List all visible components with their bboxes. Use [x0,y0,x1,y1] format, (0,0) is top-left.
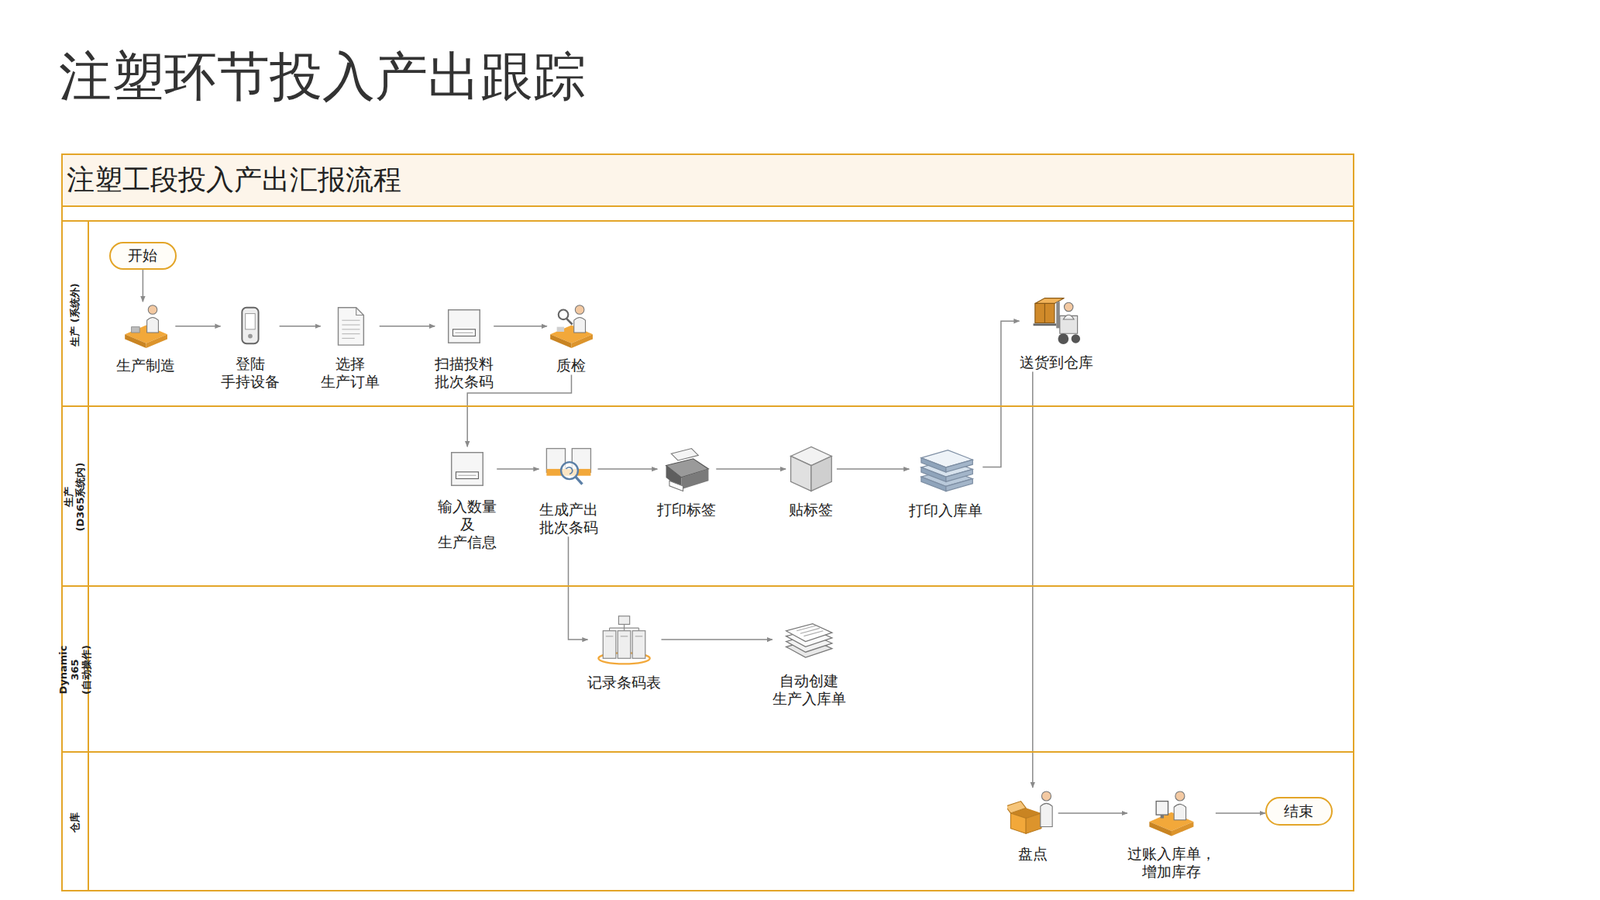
step-label: 盘点 [1018,844,1048,863]
swimlane-lane: 生产 (系统外) 开始生产制造 登陆 手持设备 选择 生产订单 扫描投料 批次条码 质检 送… [61,220,1355,405]
pool-frame [61,153,1355,892]
flow-arrow [836,467,909,470]
process-step: 扫描投料 批次条码 [434,303,494,391]
flow-arrow [568,536,589,640]
process-step: 质检 [547,301,596,375]
step-label: 打印标签 [657,500,716,519]
step-label: 过账入库单， 增加库存 [1127,844,1216,881]
terminal-label: 结束 [1283,801,1314,820]
process-step: 生成产出 批次条码 [539,443,599,537]
process-step: 记录条码表 [587,612,661,692]
barcode-icon [543,443,595,495]
lane-label: 生产 (系统外) [68,278,81,350]
flow-arrow [598,467,658,470]
flow-arrow [175,325,221,327]
worker-icon [121,301,171,351]
flow-arrow [1058,812,1128,814]
lane-label: 生产 (D365系统内) [63,461,87,532]
flow-arrow [493,325,548,327]
lane-label: Dynamic 365 (自动操作) [57,633,93,705]
page-title: 注塑环节投入产出跟踪 [58,44,586,109]
step-label: 质检 [556,356,586,375]
flow-arrow [1215,812,1266,814]
flow-arrow [715,467,786,470]
flow-arrow [1032,371,1034,788]
flow-arrow [279,325,321,327]
process-step: 贴标签 [785,443,837,519]
terminal-label: 开始 [127,246,158,265]
process-step: 输入数量 及 生产信息 [437,446,497,551]
printer-icon [660,443,713,495]
step-label: 输入数量 及 生产信息 [437,497,497,552]
terminal-oval: 开始 [109,241,177,270]
inventory-icon [1007,787,1059,839]
docs-icon [782,612,836,666]
process-step: 打印标签 [657,443,716,519]
box-icon [785,443,837,495]
process-step: 送货到仓库 [1019,294,1094,372]
step-label: 自动创建 生产入库单 [772,671,847,708]
flow-arrow [982,320,1019,467]
step-label: 生产制造 [116,356,176,375]
process-step: 过账入库单， 增加库存 [1127,787,1216,881]
handheld-icon [227,303,273,349]
flow-arrow [496,467,539,470]
step-label: 记录条码表 [587,673,661,692]
process-step: 盘点 [1007,787,1059,863]
pool-title: 注塑工段投入产出汇报流程 [66,153,402,208]
flow-arrow [142,269,145,303]
post-icon [1145,787,1198,839]
forklift-icon [1029,294,1083,348]
terminal-oval: 结束 [1265,796,1333,826]
step-label: 贴标签 [788,500,833,519]
step-label: 登陆 手持设备 [220,354,280,391]
step-label: 送货到仓库 [1019,353,1094,372]
step-label: 扫描投料 批次条码 [434,354,494,391]
step-label: 选择 生产订单 [320,354,380,391]
process-step: 自动创建 生产入库单 [772,612,847,709]
form-icon [444,446,490,492]
stack-icon [917,438,975,496]
swimlane-lane: 生产 (D365系统内) 输入数量 及 生产信息 生成产出 批次条码 打印标签 贴标签 打… [61,405,1355,585]
doc-icon [327,303,373,349]
swimlane-lane: 仓库盘点 过账入库单， 增加库存 结束 [61,750,1355,891]
form-icon [441,303,487,349]
qc-icon [547,301,596,351]
flow-arrow [661,638,773,640]
process-step: 打印入库单 [908,438,983,520]
process-step: 生产制造 [116,301,176,375]
servers-icon [596,612,652,668]
process-step: 登陆 手持设备 [220,303,280,391]
flow-arrow [379,325,436,327]
lane-label: 仓库 [68,787,81,858]
swimlane-lane: Dynamic 365 (自动操作)记录条码表自动创建 生产入库单 [61,584,1355,752]
step-label: 打印入库单 [908,501,983,520]
process-step: 选择 生产订单 [320,303,380,391]
swimlane-pool: 注塑工段投入产出汇报流程生产 (系统外) 开始生产制造 登陆 手持设备 选择 生产订单… [61,153,1355,892]
step-label: 生成产出 批次条码 [539,500,599,537]
